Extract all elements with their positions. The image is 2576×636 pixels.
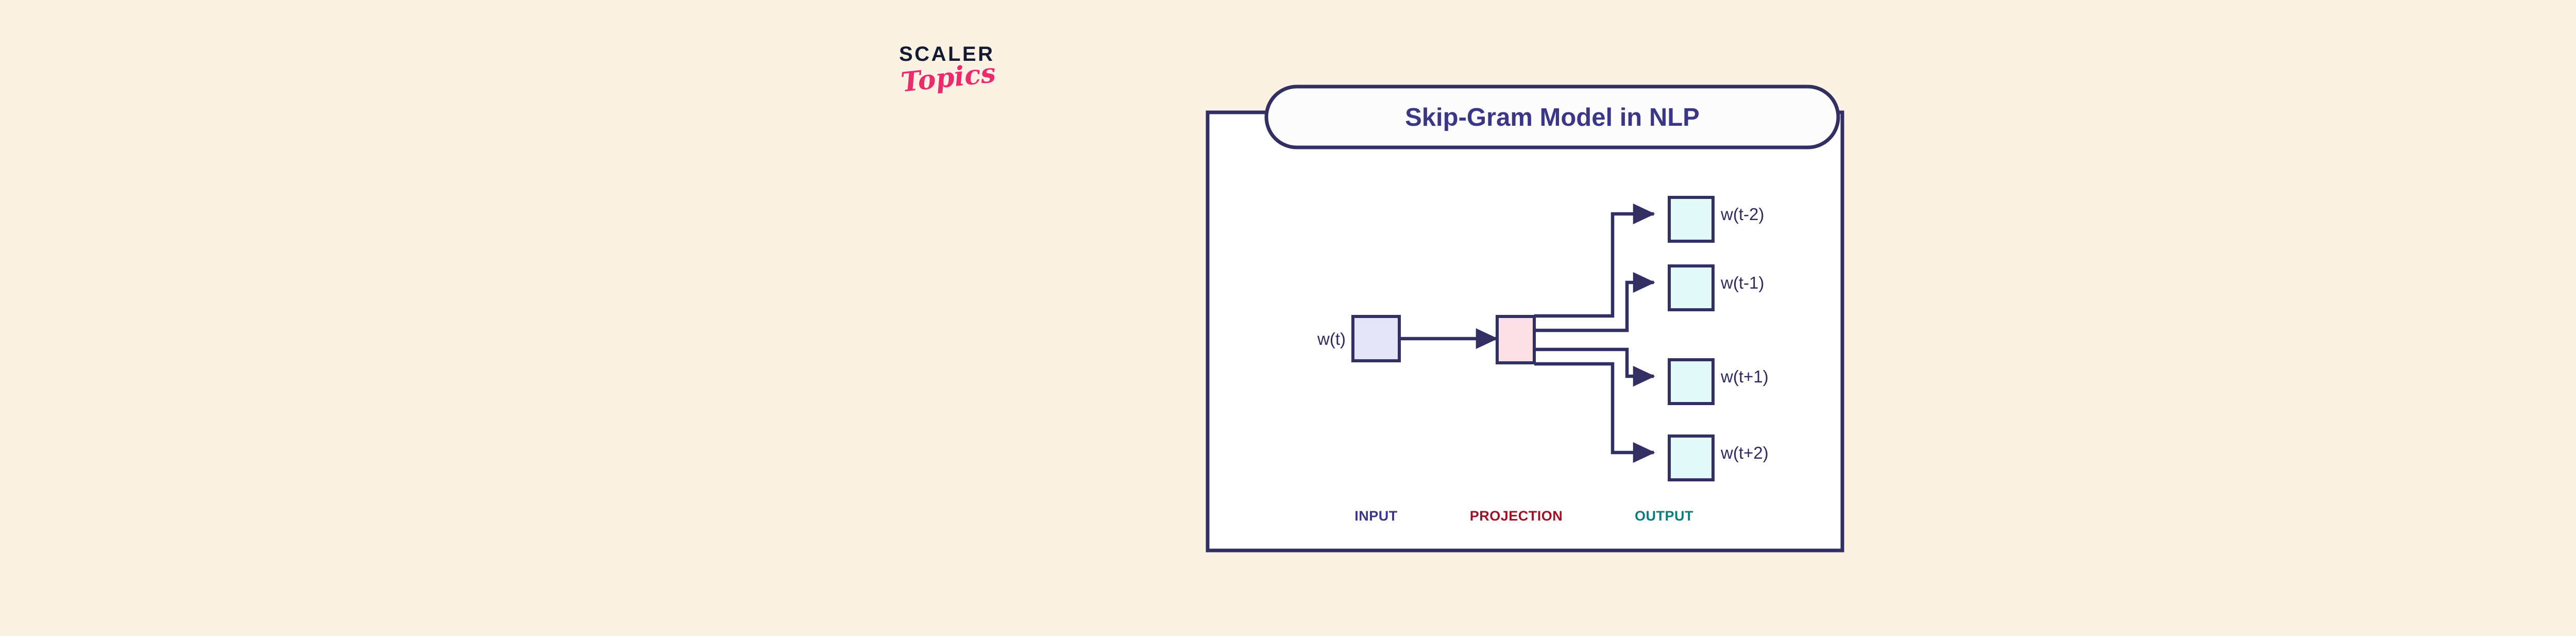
output-node-3[interactable]: w(t+1): [1668, 358, 1769, 405]
input-node-label: w(t): [1317, 329, 1346, 348]
output-node-3-box[interactable]: [1668, 358, 1715, 405]
output-node-4[interactable]: w(t+2): [1668, 434, 1769, 481]
projection-node[interactable]: [1496, 315, 1536, 364]
stage-label-input: INPUT: [1354, 508, 1398, 524]
stage-label-output: OUTPUT: [1635, 508, 1693, 524]
output-node-2-label: w(t-1): [1720, 273, 1764, 292]
stage-label-projection: PROJECTION: [1470, 508, 1563, 524]
title-banner: Skip-Gram Model in NLP: [1264, 85, 1840, 149]
edge-projection-to-output-4: [1534, 362, 1655, 463]
output-node-4-box[interactable]: [1668, 434, 1715, 481]
output-node-2[interactable]: w(t-1): [1668, 264, 1764, 311]
output-node-1[interactable]: w(t-2): [1668, 196, 1764, 243]
edge-projection-to-output-1: [1534, 203, 1655, 318]
output-node-3-label: w(t+1): [1720, 367, 1769, 386]
projection-node-box[interactable]: [1496, 315, 1536, 364]
output-node-1-label: w(t-2): [1720, 205, 1764, 224]
title-banner-pill: [1264, 85, 1840, 149]
title-banner-text: Skip-Gram Model in NLP: [1405, 104, 1700, 131]
brand-wordmark: SCALER: [899, 43, 995, 65]
output-node-2-box[interactable]: [1668, 264, 1715, 311]
input-node[interactable]: w(t): [1317, 315, 1401, 362]
brand-logo: SCALER Topics: [899, 44, 1054, 116]
output-node-1-box[interactable]: [1668, 196, 1715, 243]
output-node-4-label: w(t+2): [1720, 443, 1769, 462]
skip-gram-figure: Skip-Gram Model in NLP w(t) w(t-2) w(t-: [1200, 77, 1850, 562]
input-node-box[interactable]: [1351, 315, 1401, 362]
edge-projection-to-output-3: [1534, 347, 1655, 387]
edge-projection-to-output-2: [1534, 272, 1655, 332]
